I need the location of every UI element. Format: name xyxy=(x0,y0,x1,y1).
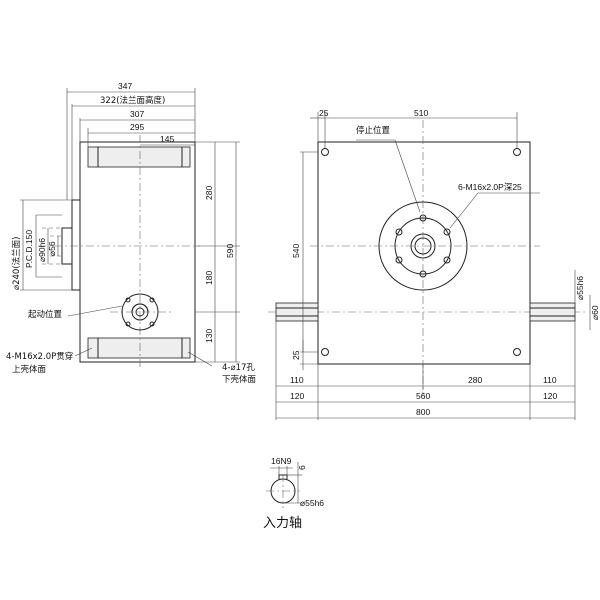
dim-130-front: 130 xyxy=(204,329,214,343)
front-view: 347 322(法兰面高度) 307 295 145 280 180 130 5… xyxy=(6,81,257,385)
dim-295: 295 xyxy=(130,122,144,132)
upper-shell-block xyxy=(87,146,191,168)
dim-800: 800 xyxy=(416,407,430,417)
left-flange xyxy=(71,199,81,291)
shaft-detail: 16N9 6 ⌀55h6 入力轴 xyxy=(263,456,324,531)
dim-pcd150: P.C.D.150 xyxy=(24,230,34,268)
label-stop-position: 停止位置 xyxy=(356,125,391,136)
label-lower-face: 下壳体面 xyxy=(222,374,257,385)
dim-25-left: 25 xyxy=(291,350,301,360)
dim-322: 322(法兰面高度) xyxy=(100,95,165,106)
dim-510: 510 xyxy=(414,108,428,118)
dim-240: ⌀240(法兰面) xyxy=(11,237,22,290)
dim-110-left: 110 xyxy=(290,375,304,385)
side-view: 25 510 停止位置 6-M16x2.0P深25 540 25 ⌀55h6 ⌀… xyxy=(268,108,600,420)
label-start-position: 起动位置 xyxy=(28,309,63,320)
dim-110-right: 110 xyxy=(543,375,557,385)
dim-shaft-55h6: ⌀55h6 xyxy=(300,498,324,508)
dim-60: ⌀60 xyxy=(590,305,600,320)
dim-180-front: 180 xyxy=(204,271,214,285)
dim-55h6-side: ⌀55h6 xyxy=(575,276,585,300)
side-housing xyxy=(317,141,531,365)
right-input-shaft xyxy=(529,302,576,322)
dim-key-depth: 6 xyxy=(297,465,307,470)
lower-shell-block xyxy=(87,337,191,359)
dim-560: 560 xyxy=(416,391,430,401)
dim-25-top: 25 xyxy=(319,108,329,118)
dim-540: 540 xyxy=(291,244,301,258)
label-upper-face: 上壳体面 xyxy=(12,364,47,375)
dim-key-16n9: 16N9 xyxy=(271,456,292,466)
input-flange-circle xyxy=(121,293,159,331)
label-output-holes: 6-M16x2.0P深25 xyxy=(458,182,522,192)
shaft-title: 入力轴 xyxy=(263,516,302,531)
label-tap-holes: 4-M16x2.0P贯穿 xyxy=(6,351,73,362)
dim-347: 347 xyxy=(118,81,132,91)
dim-120-right: 120 xyxy=(543,391,557,401)
dim-590: 590 xyxy=(225,244,235,258)
dim-56: ⌀56 xyxy=(47,241,57,256)
dim-90h6: ⌀90h6 xyxy=(37,238,47,262)
label-through-holes: 4-⌀17孔 xyxy=(222,363,255,373)
front-housing xyxy=(79,141,196,363)
left-input-shaft xyxy=(275,302,319,322)
dim-280-side: 280 xyxy=(468,375,482,385)
dim-307: 307 xyxy=(130,109,144,119)
dim-145: 145 xyxy=(160,134,174,144)
dim-120-left: 120 xyxy=(290,391,304,401)
dim-280-front: 280 xyxy=(204,186,214,200)
